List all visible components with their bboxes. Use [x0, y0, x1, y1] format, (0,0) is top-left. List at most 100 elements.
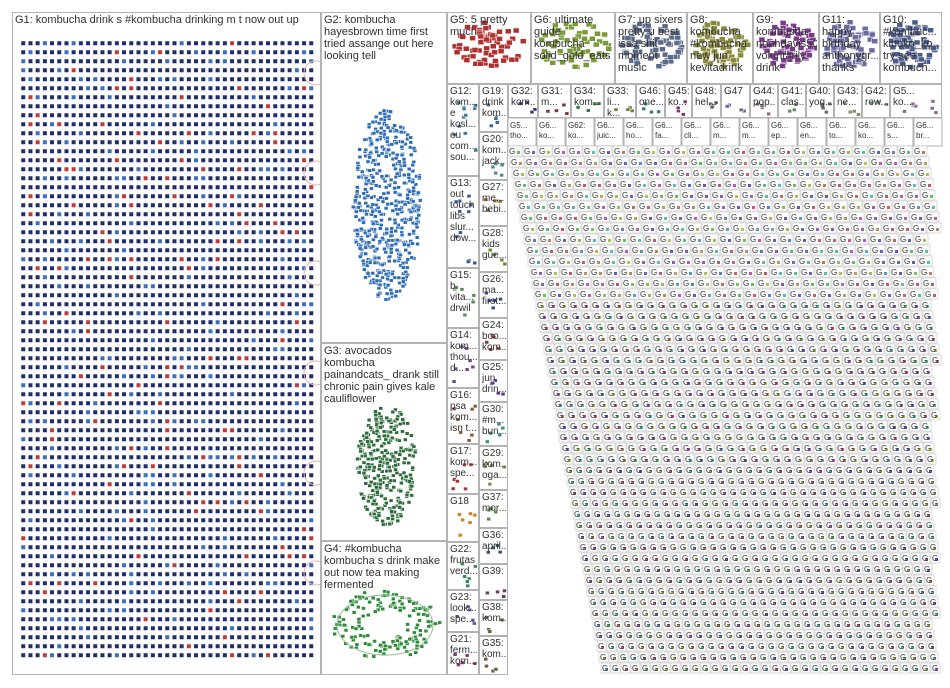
tiny-group-label: G: [530, 180, 536, 189]
tiny-group-label: G: [605, 180, 611, 189]
tiny-group-label: G: [680, 180, 686, 189]
node: [85, 76, 91, 82]
node: [258, 40, 264, 46]
node: [265, 76, 271, 82]
node: [171, 94, 177, 100]
node: [265, 67, 271, 73]
node: [114, 94, 120, 100]
node: [20, 94, 26, 100]
small-group-label: G5...: [510, 121, 527, 130]
small-group-label: juic...: [596, 131, 616, 140]
node: [547, 151, 550, 154]
tiny-group-label: G: [646, 158, 652, 167]
node: [143, 94, 149, 100]
node: [819, 162, 822, 165]
node: [164, 85, 170, 91]
node: [577, 151, 580, 154]
small-group-label: G6...: [771, 121, 788, 130]
node: [849, 162, 852, 165]
node: [135, 94, 141, 100]
node: [207, 49, 213, 55]
node: [864, 162, 867, 165]
node: [63, 85, 69, 91]
node: [712, 151, 715, 154]
node: [78, 85, 84, 91]
tiny-group-label: G: [509, 147, 515, 156]
node: [92, 49, 98, 55]
small-group-label: G6...: [887, 121, 904, 130]
node: [654, 162, 657, 165]
node: [265, 40, 271, 46]
tiny-group-label: G: [676, 158, 682, 167]
node: [624, 162, 627, 165]
node: [121, 58, 127, 64]
node: [279, 40, 285, 46]
node: [78, 40, 84, 46]
node: [922, 151, 925, 154]
node: [20, 58, 26, 64]
tiny-group-label: G: [695, 180, 701, 189]
node: [42, 85, 48, 91]
tiny-group-label: G: [528, 169, 534, 178]
tiny-group-label: G: [665, 180, 671, 189]
tiny-group-label: G: [721, 158, 727, 167]
small-group-label: G6...: [858, 121, 875, 130]
node: [272, 40, 278, 46]
node: [157, 49, 163, 55]
node: [135, 49, 141, 55]
node: [143, 76, 149, 82]
tiny-group-label: G: [918, 169, 924, 178]
node: [164, 58, 170, 64]
tiny-group-label: G: [603, 169, 609, 178]
node: [641, 173, 644, 176]
small-group-label: G6...: [597, 121, 614, 130]
node: [164, 67, 170, 73]
node: [236, 85, 242, 91]
node: [258, 67, 264, 73]
tiny-group-label: G: [766, 158, 772, 167]
node: [200, 67, 206, 73]
node: [626, 173, 629, 176]
node: [251, 58, 257, 64]
node: [229, 76, 235, 82]
node: [673, 184, 676, 187]
tiny-group-label: G: [854, 147, 860, 156]
node: [42, 67, 48, 73]
tiny-group-label: G: [824, 147, 830, 156]
node: [806, 173, 809, 176]
node: [85, 67, 91, 73]
node: [701, 173, 704, 176]
node: [49, 94, 55, 100]
tiny-group-label: G: [689, 147, 695, 156]
tiny-group-label: G: [693, 169, 699, 178]
node: [179, 40, 185, 46]
node: [851, 173, 854, 176]
node: [186, 76, 192, 82]
tiny-group-label: G: [541, 158, 547, 167]
node: [287, 67, 293, 73]
node: [637, 151, 640, 154]
node: [652, 151, 655, 154]
node: [279, 85, 285, 91]
node: [200, 40, 206, 46]
node: [222, 58, 228, 64]
node: [92, 40, 98, 46]
node: [99, 94, 105, 100]
node: [579, 162, 582, 165]
tiny-group-label: G: [826, 158, 832, 167]
tiny-group-label: G: [886, 158, 892, 167]
node: [789, 162, 792, 165]
tiny-group-label: G: [738, 169, 744, 178]
node: [272, 85, 278, 91]
node: [926, 173, 929, 176]
node: [179, 58, 185, 64]
node: [78, 58, 84, 64]
node: [92, 58, 98, 64]
node: [294, 67, 300, 73]
node: [114, 58, 120, 64]
tiny-group-label: G: [796, 158, 802, 167]
node: [128, 67, 134, 73]
node: [802, 151, 805, 154]
node: [107, 58, 113, 64]
node: [866, 173, 869, 176]
